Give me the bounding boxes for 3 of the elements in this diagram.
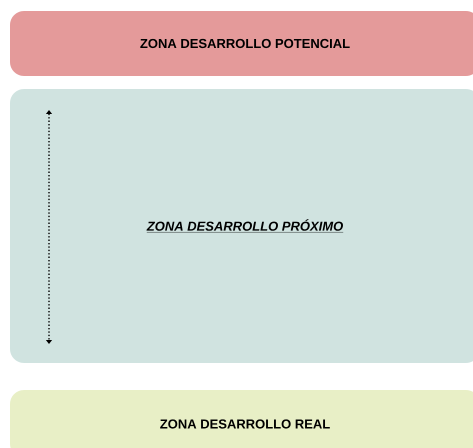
zone-band: ZONA DESARROLLO REAL (10, 390, 473, 448)
zone-band: ZONA DESARROLLO POTENCIAL (10, 11, 473, 76)
zone-band: ZONA DESARROLLO PRÓXIMO (10, 89, 473, 363)
